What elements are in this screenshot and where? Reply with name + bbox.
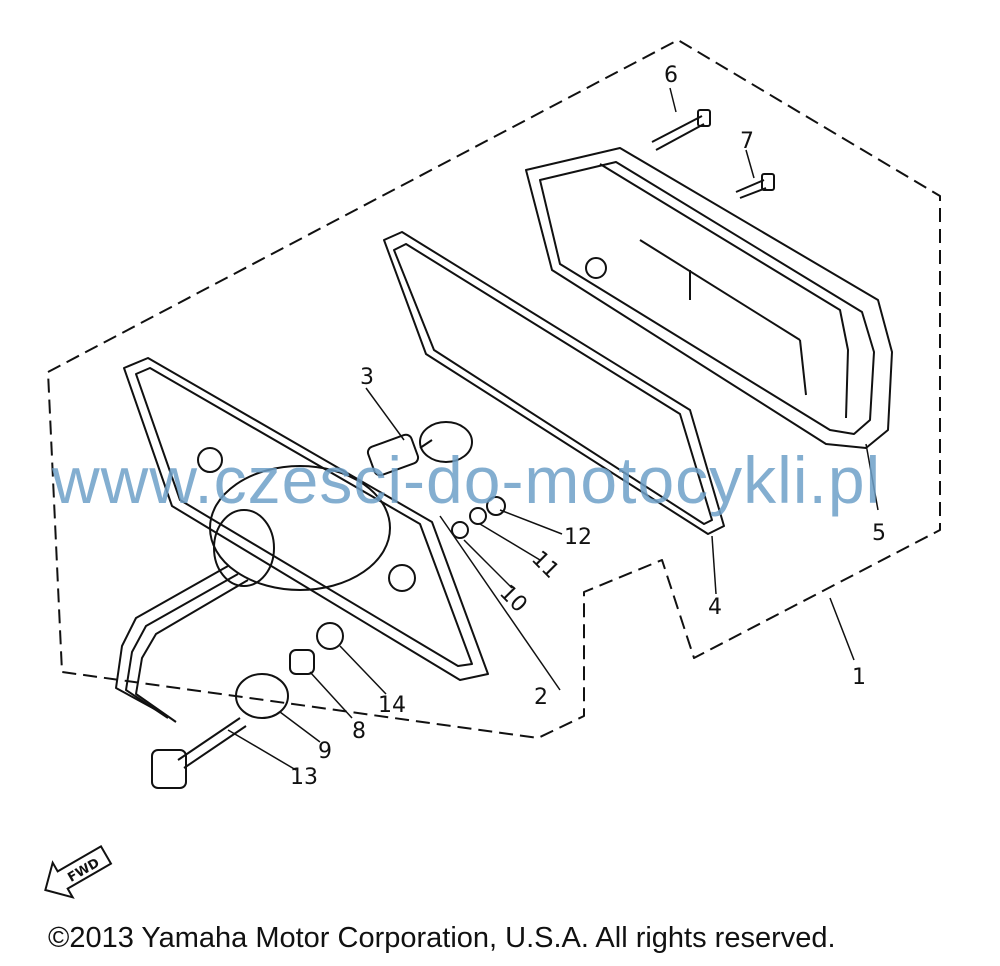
- wire-harness: [115, 565, 249, 723]
- gasket: [383, 231, 725, 535]
- assembly-outline: [47, 39, 941, 739]
- base-plate: [123, 357, 489, 681]
- lock-washer: [469, 507, 487, 525]
- callout-12: 12: [564, 525, 592, 550]
- copyright-text: ©2013 Yamaha Motor Corporation, U.S.A. A…: [48, 922, 836, 954]
- screw-long: [651, 109, 711, 151]
- tail-lens-housing: [525, 147, 893, 449]
- callout-1: 1: [852, 665, 866, 690]
- callout-14: 14: [378, 693, 406, 718]
- screw-short: [735, 173, 775, 199]
- callout-11: 11: [526, 546, 563, 583]
- callout-4: 4: [708, 595, 722, 620]
- damper: [235, 673, 289, 719]
- callout-10: 10: [494, 580, 531, 617]
- collar: [289, 649, 315, 675]
- callout-5: 5: [872, 521, 886, 546]
- watermark-text: www.czesci-do-motocykli.pl: [52, 443, 882, 517]
- washer: [451, 521, 469, 539]
- bulb: [366, 421, 473, 477]
- callout-3: 3: [360, 365, 374, 390]
- fwd-arrow-icon: FWD: [44, 844, 113, 899]
- fwd-label: FWD: [65, 856, 102, 886]
- grommet: [316, 622, 344, 650]
- mounting-bolt: [151, 717, 247, 789]
- callout-6: 6: [664, 63, 678, 88]
- callout-9: 9: [318, 739, 332, 764]
- callout-2: 2: [534, 685, 548, 710]
- callout-13: 13: [290, 765, 318, 790]
- leader-lines: [227, 87, 879, 771]
- callout-7: 7: [740, 129, 754, 154]
- nut: [486, 496, 506, 516]
- callout-8: 8: [352, 719, 366, 744]
